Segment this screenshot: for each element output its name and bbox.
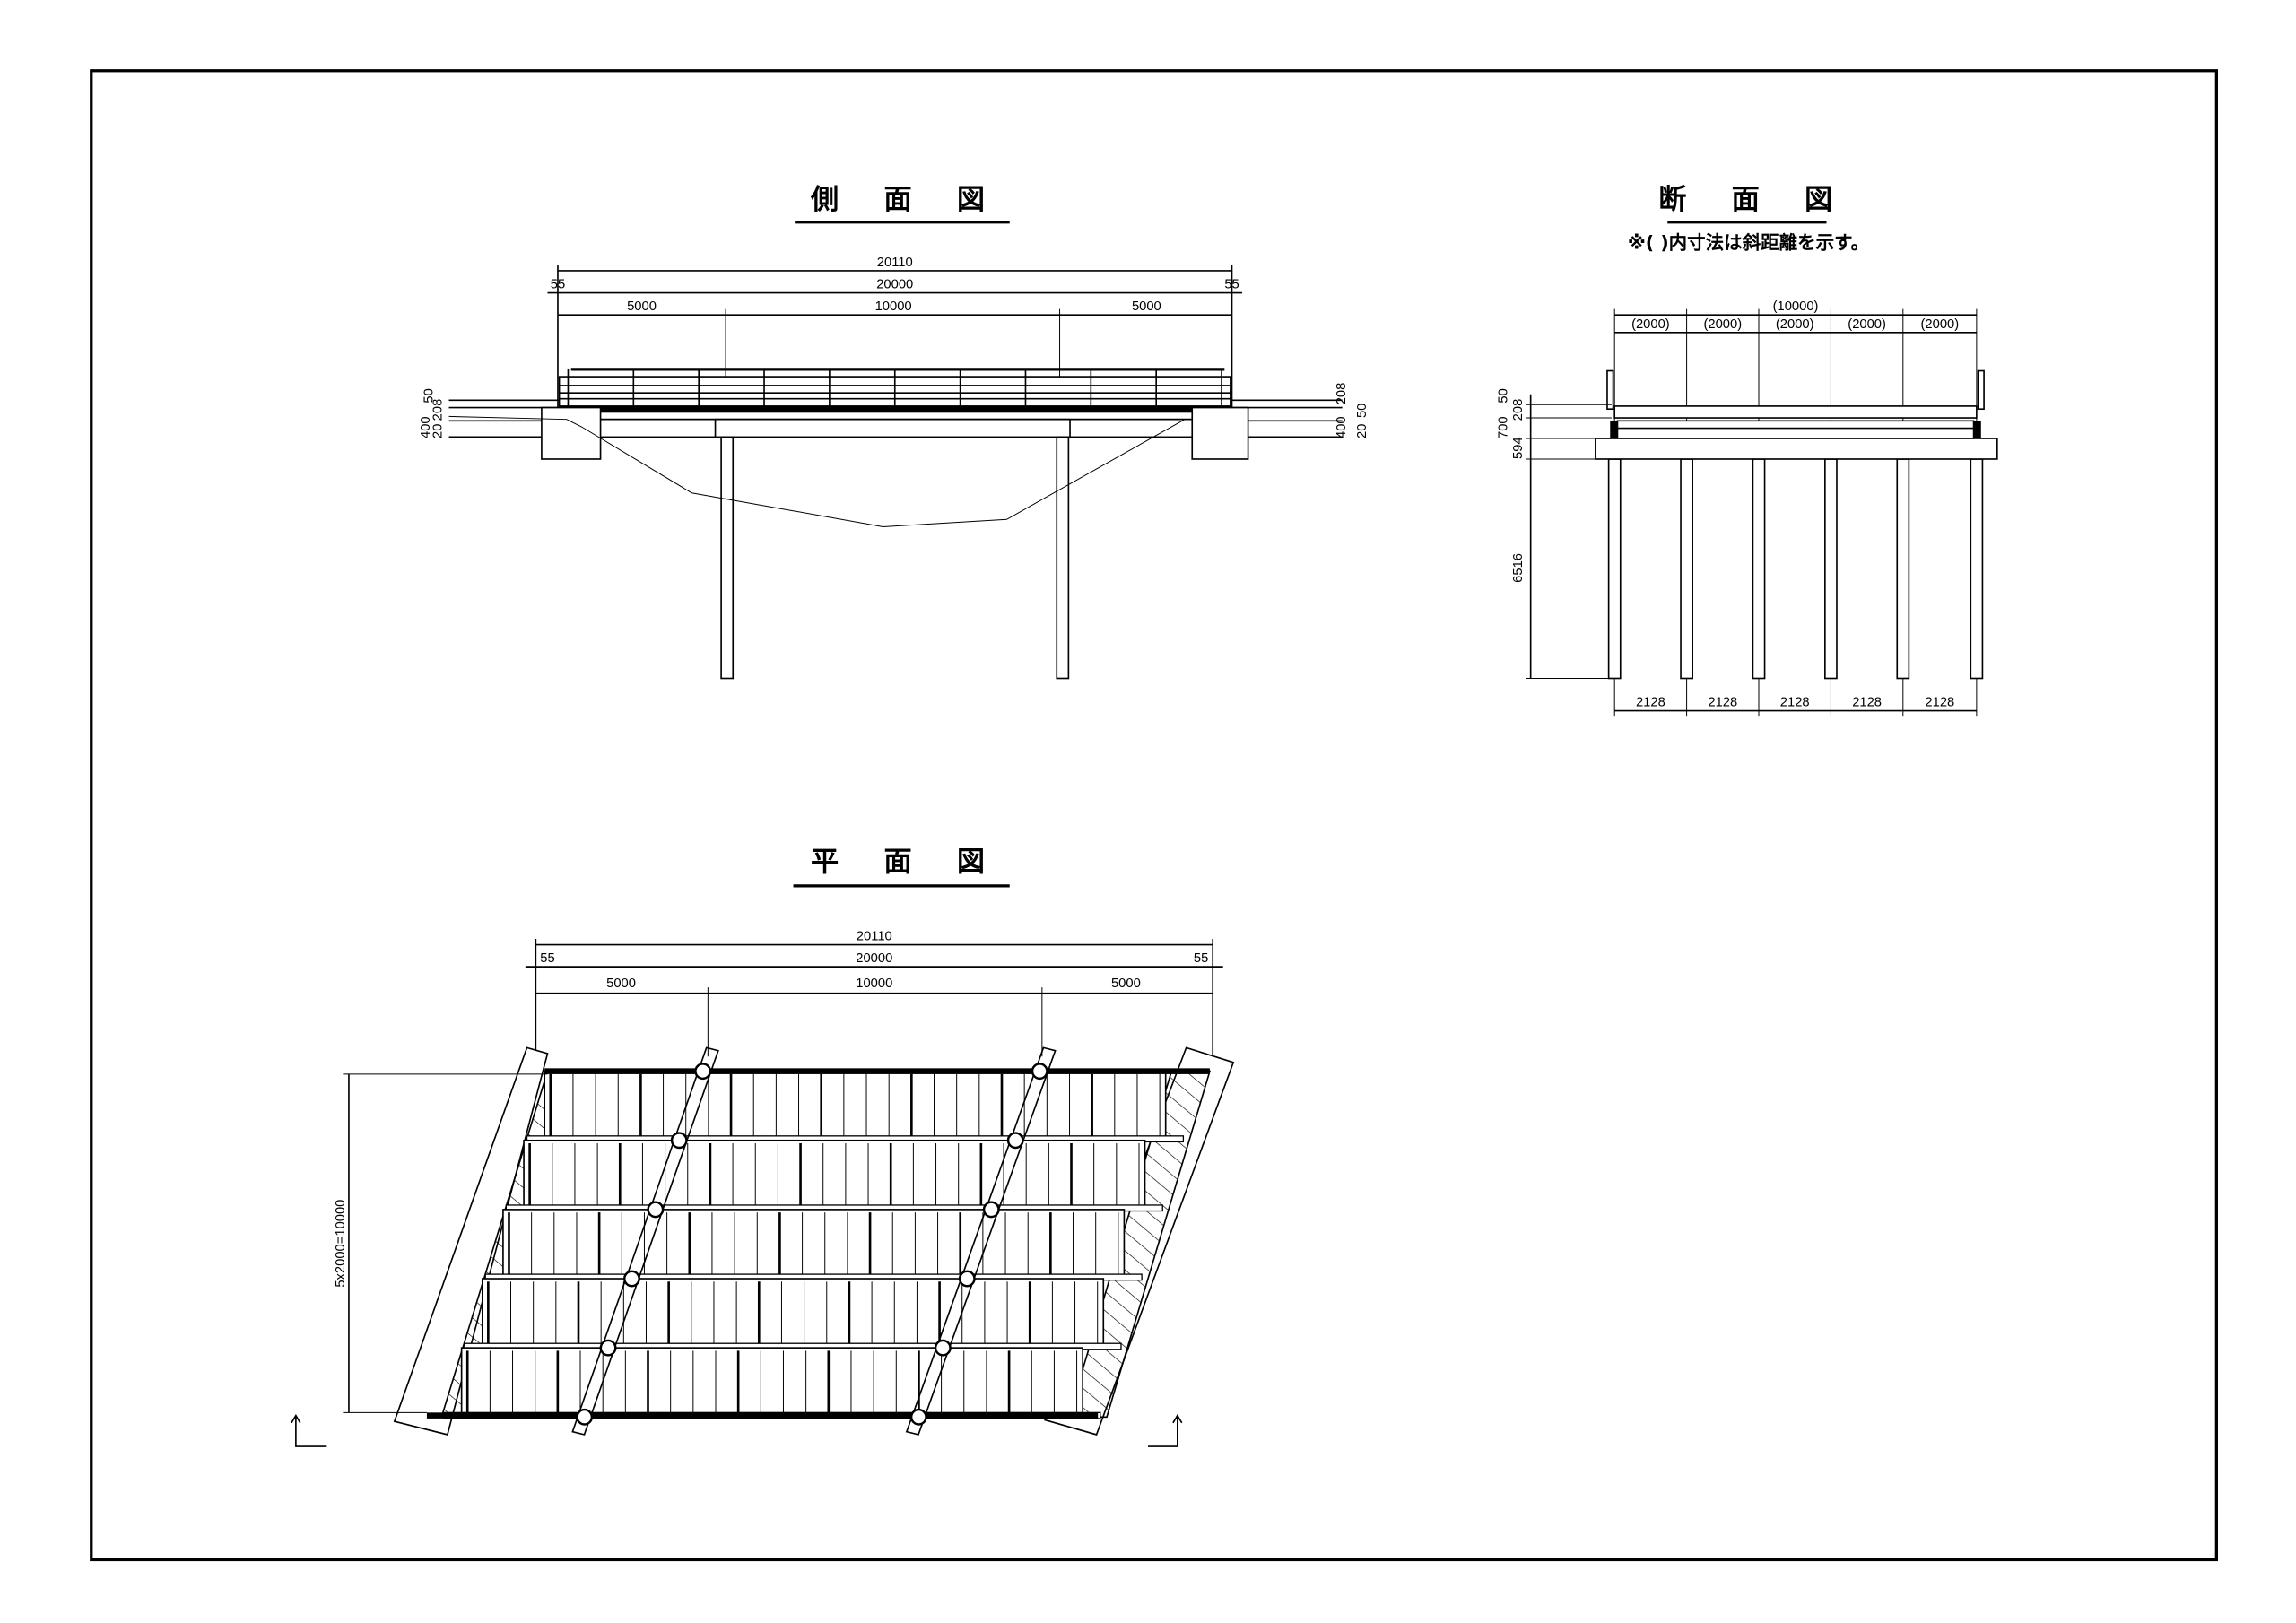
plan-pile	[670, 1132, 688, 1150]
side-level-left-208: 208	[430, 399, 445, 421]
section-dim-top-segment: (2000)	[1848, 317, 1886, 332]
plan-pile	[694, 1063, 712, 1081]
side-dim-end-left: 55	[551, 278, 565, 292]
section-marker-left	[291, 1414, 327, 1447]
plan-abutment-left	[393, 1046, 549, 1436]
section-view-title: 断 面 図	[1658, 184, 1850, 216]
plan-deck-row	[481, 1278, 1105, 1349]
section-pile	[1752, 458, 1766, 680]
plan-pile	[576, 1408, 594, 1426]
plan-dim-seg2: 10000	[856, 976, 892, 991]
plan-pile	[909, 1408, 927, 1426]
section-note: ※( )内寸法は斜距離を示す。	[1628, 231, 1869, 253]
section-deck	[1595, 369, 1998, 460]
side-bridge-superstructure	[558, 368, 1231, 438]
section-level-208: 208	[1511, 399, 1526, 421]
plan-pile	[982, 1201, 1000, 1219]
section-pile	[1680, 458, 1693, 680]
side-ground-profile	[448, 415, 1186, 527]
section-dim-top-segment: (2000)	[1921, 317, 1960, 332]
side-dimension-lines	[547, 265, 1243, 438]
plan-pile	[623, 1270, 640, 1288]
sheet-border	[90, 69, 2218, 1562]
plan-pile	[934, 1339, 952, 1357]
side-dim-span: 20000	[876, 278, 913, 292]
side-level-right-400: 400	[1335, 416, 1349, 438]
plan-deck-row	[544, 1070, 1167, 1141]
plan-dim-span: 20000	[856, 951, 892, 966]
side-level-left-400: 400	[419, 416, 433, 438]
side-dim-seg1: 5000	[627, 299, 657, 314]
plan-dim-seg3: 5000	[1111, 976, 1141, 991]
side-dim-end-right: 55	[1224, 278, 1239, 292]
plan-deck-row	[523, 1139, 1146, 1211]
side-level-left-20: 20	[430, 424, 445, 438]
side-pier-left	[720, 436, 735, 680]
plan-pile	[958, 1270, 976, 1288]
side-abutment-left	[541, 406, 602, 460]
plan-pier-line	[571, 1046, 719, 1436]
side-dim-seg2: 10000	[875, 299, 912, 314]
side-abutment-right	[1191, 406, 1249, 460]
section-dim-top-segment: (2000)	[1776, 317, 1814, 332]
section-level-50: 50	[1496, 388, 1510, 403]
section-pile	[1970, 458, 1984, 680]
section-dim-total: (10000)	[1773, 299, 1819, 314]
section-level-700: 700	[1496, 416, 1510, 438]
section-marker-right	[1148, 1414, 1183, 1447]
section-girder	[1971, 421, 1981, 439]
section-pile	[1607, 458, 1622, 680]
section-dim-bottom-segment: 2128	[1780, 696, 1810, 710]
side-dim-total: 20110	[877, 256, 913, 270]
section-girder	[1610, 421, 1620, 439]
section-dim-bottom-segment: 2128	[1636, 696, 1665, 710]
side-level-right-208: 208	[1335, 383, 1349, 405]
section-level-6516: 6516	[1511, 553, 1526, 583]
section-dim-bottom-segment: 2128	[1708, 696, 1737, 710]
section-level-594: 594	[1511, 437, 1526, 459]
side-level-right-50: 50	[1355, 404, 1370, 418]
plan-edge-bottom	[426, 1412, 1099, 1419]
section-dim-bottom-segment: 2128	[1852, 696, 1882, 710]
side-level-right-20: 20	[1355, 424, 1370, 438]
section-pile	[1896, 458, 1910, 680]
plan-pile	[647, 1201, 665, 1219]
section-dim-top-segment: (2000)	[1703, 317, 1742, 332]
section-pile	[1824, 458, 1838, 680]
side-level-left-50: 50	[422, 388, 436, 403]
plan-view-title: 平 面 図	[811, 846, 1003, 878]
side-view: 側 面 図 20110 20000 55 55 5000 10000 5000	[419, 184, 1370, 680]
side-dim-seg3: 5000	[1132, 299, 1161, 314]
plan-pile	[1031, 1063, 1048, 1081]
plan-view: 平 面 図 20110 20000 55 55 5000 10000 5000 …	[291, 846, 1235, 1447]
section-dim-top-segment: (2000)	[1631, 317, 1670, 332]
section-dim-bottom-segment: 2128	[1925, 696, 1954, 710]
plan-width-dim: 5x2000=10000	[334, 1200, 348, 1288]
plan-dim-end-right: 55	[1194, 951, 1208, 966]
side-pier-right	[1056, 436, 1070, 680]
side-view-title: 側 面 図	[810, 184, 1003, 216]
plan-pile	[1006, 1132, 1024, 1150]
plan-deck-row	[502, 1209, 1126, 1280]
plan-edge-top	[544, 1068, 1210, 1074]
plan-dim-total: 20110	[857, 930, 892, 944]
plan-dim-seg1: 5000	[606, 976, 636, 991]
plan-dim-end-left: 55	[540, 951, 554, 966]
plan-deck-row	[460, 1347, 1083, 1419]
section-view: 断 面 図 ※( )内寸法は斜距離を示す。 (10000) (2000) 2128…	[1496, 184, 1998, 717]
plan-pile	[599, 1339, 617, 1357]
plan-pier-line	[905, 1046, 1057, 1436]
section-crossbeam	[1595, 438, 1998, 460]
